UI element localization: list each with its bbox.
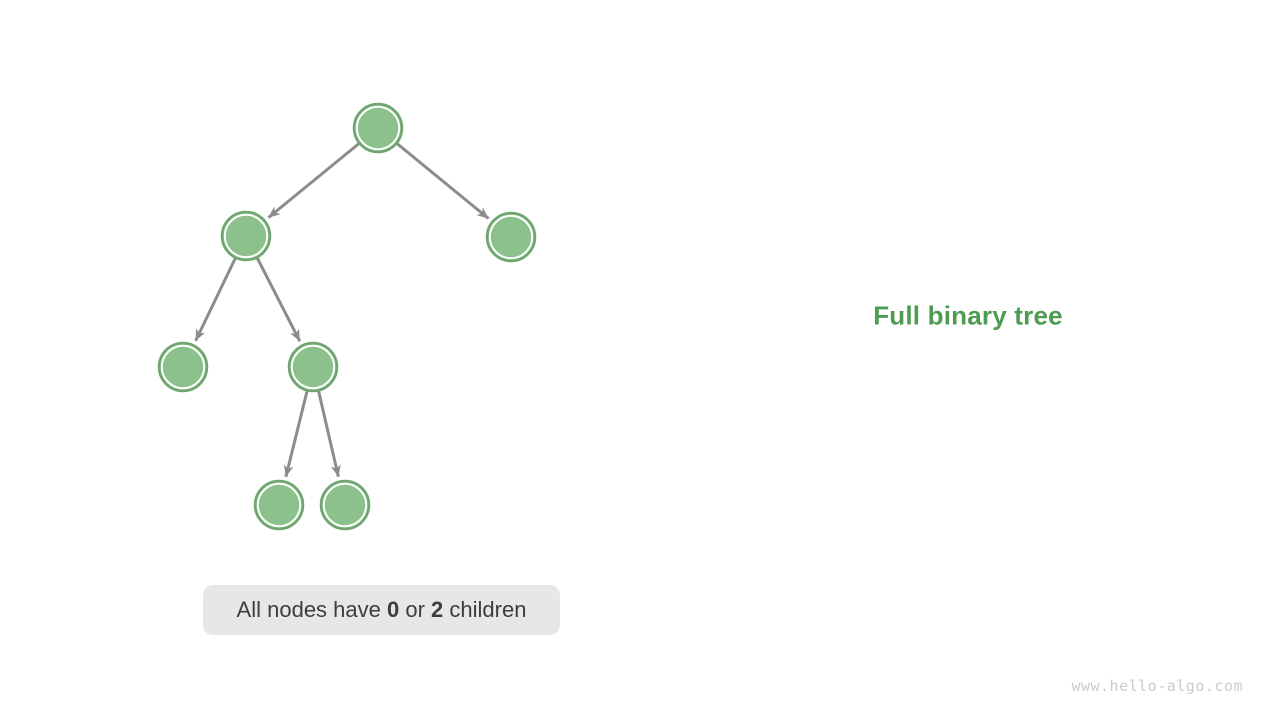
tree-node-left-right: [287, 341, 339, 393]
caption-segment: 2: [431, 597, 444, 622]
tree-node-lr-left: [253, 479, 305, 531]
caption-segment: All nodes have: [236, 597, 387, 622]
caption-segment: children: [443, 597, 527, 622]
tree-node-lr-right: [319, 479, 371, 531]
watermark: www.hello-algo.com: [1071, 677, 1243, 695]
tree-node-left: [220, 210, 272, 262]
diagram-title: Full binary tree: [873, 300, 1063, 331]
caption-pill: All nodes have 0 or 2 children: [203, 585, 560, 635]
caption-segment: or: [399, 597, 432, 622]
tree-node-left-left: [157, 341, 209, 393]
caption-segment: 0: [386, 597, 400, 622]
tree-node-right: [485, 211, 537, 263]
caption-text: All nodes have 0 or 2 children: [237, 597, 527, 623]
tree-node-root: [352, 102, 404, 154]
